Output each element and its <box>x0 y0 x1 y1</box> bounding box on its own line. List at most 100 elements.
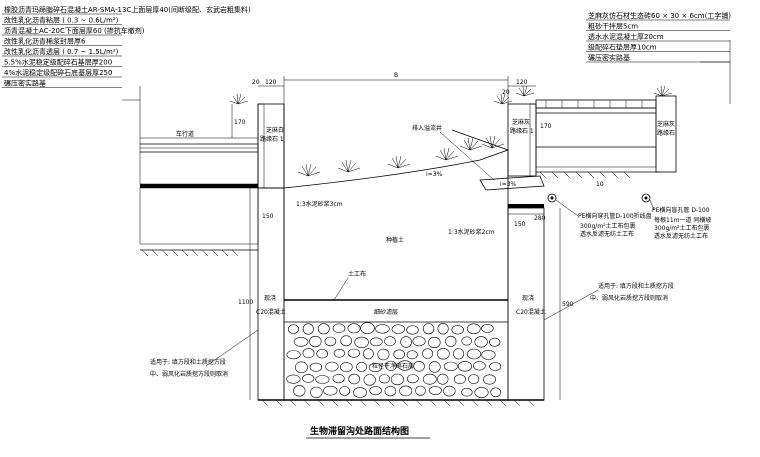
dim-right-120: 120 <box>516 79 528 86</box>
gravel-stone <box>406 374 419 384</box>
gravel-stone <box>472 361 486 371</box>
left-layer-5: 5.5%水泥稳定级配碎石基层厚200 <box>4 58 112 67</box>
inlet-label: 排入溢流井 <box>412 124 442 132</box>
slope2-label: i=3% <box>500 181 517 188</box>
pipe-left-note: 300g/m²土工布包裹透水反滤无纺土工布 <box>580 222 636 238</box>
far-right-curb-line1: 芝麻灰 <box>657 120 675 128</box>
gravel-stone <box>287 324 299 334</box>
dim-top: B <box>394 72 398 79</box>
gravel-stone <box>340 335 353 347</box>
gravel-stone <box>316 349 329 359</box>
gravel-stone <box>457 361 473 372</box>
gravel-stone <box>399 385 413 397</box>
gravel-stone <box>324 336 337 347</box>
gravel-stone <box>309 335 322 348</box>
trench <box>257 104 651 407</box>
pipe-right-note-2: 300g/m²土工布包裹 <box>654 224 710 232</box>
left-layer-7: 碾压密实路基 <box>4 79 46 88</box>
gravel-stone <box>332 374 345 384</box>
left-curb: 芝麻白路缘石 1 <box>257 103 285 189</box>
gravel-stone <box>339 386 351 396</box>
gravel-stone <box>415 385 426 396</box>
left-curb-label: 芝麻白路缘石 1 <box>260 126 284 143</box>
pipe-left-note-1: 300g/m²土工布包裹 <box>580 222 636 230</box>
gravel-stone <box>453 374 466 385</box>
sand-left-label: 1:3水泥砂浆3cm <box>296 200 343 208</box>
gravel-stone <box>436 348 450 360</box>
gravel-stone <box>422 373 437 385</box>
gravel-stone <box>333 348 346 358</box>
gravel-stone <box>443 385 456 397</box>
gravel-stone <box>413 360 425 372</box>
gravel-stone <box>353 387 367 398</box>
planting-soil-label: 种植土 <box>386 236 404 244</box>
gravel-stone <box>293 385 306 397</box>
gravel-stone <box>428 336 441 349</box>
gravel-stone <box>323 385 338 396</box>
gravel-stone <box>474 387 489 398</box>
pipe-right-label: PE横向盲孔管 D-100 <box>652 206 710 214</box>
dim-left-20: 20 <box>252 79 260 86</box>
right-layer-0: 芝麻灰仿石材生态砖60 × 30 × 6cm(工字铺) <box>588 11 731 20</box>
dim-right-590: 590 <box>562 301 574 308</box>
left-layer-1: 改性乳化沥青粘层 ( 0.3 ~ 0.6L/m²) <box>4 16 119 25</box>
right-wall-line1: 现浇 <box>522 294 534 302</box>
right-curb: 芝麻灰路缘石 1 <box>507 103 544 208</box>
dim-left-150: 150 <box>262 213 274 220</box>
sand-right-label: 1:3水泥砂浆2cm <box>448 228 495 236</box>
gravel-stone <box>354 336 369 349</box>
dim-left-1100: 1100 <box>238 299 253 306</box>
gravel-stone <box>481 349 496 360</box>
pipe-left-note-2: 透水反滤无纺土工布 <box>580 230 634 238</box>
gravel-stone <box>474 336 488 348</box>
right-layer-2: 透水水泥混凝土厚20cm <box>588 32 664 41</box>
note-left: 适用于: 填方段和土质挖方段中、弱风化岩质挖方段则取消 <box>150 358 228 378</box>
filter-label: 细砂滤层 <box>374 308 398 316</box>
left-wall-line2: C20混凝土 <box>256 308 286 316</box>
gravel-stone <box>406 325 419 335</box>
gravel-stone <box>453 348 465 360</box>
geotextile-label: 土工布 <box>348 270 366 278</box>
right-curb-line2: 路缘石 1 <box>510 127 534 135</box>
right-layer-3: 级配碎石垫层厚10cm <box>588 43 657 52</box>
left-pavement: 车行道 <box>139 130 259 257</box>
left-wall-line1: 现浇 <box>264 294 276 302</box>
gravel-stone <box>393 349 406 360</box>
gravel-stone <box>481 323 494 333</box>
callout-leaders <box>122 40 731 138</box>
gravel-stone <box>437 373 449 385</box>
gravel-stone <box>317 323 330 335</box>
gravel-stone <box>466 348 482 360</box>
dim-right-170: 170 <box>540 123 552 130</box>
gravel-stone <box>461 387 473 397</box>
note-right-2: 中、弱风化岩质挖方段则取消 <box>590 294 668 302</box>
gravel-stone <box>445 335 457 347</box>
gravel-stone <box>356 361 367 372</box>
gravel-stone <box>378 374 390 384</box>
right-wall-line2: C20混凝土 <box>516 308 546 316</box>
gravel-stone <box>384 336 396 347</box>
left-layer-2: 沥青混凝土AC-20C下面层厚60 (掺抗车撤剂) <box>4 26 145 35</box>
gravel-stone <box>390 373 404 386</box>
far-right-curb-label: 芝麻灰路缘石 <box>657 120 675 137</box>
right-curb-label: 芝麻灰路缘石 1 <box>510 118 534 135</box>
left-layer-4: 改性乳化沥青透层 ( 0.7 ~ 1.5L/m²) <box>4 47 119 56</box>
gravel-stone <box>325 361 339 372</box>
gravel-stone <box>377 348 390 361</box>
note-left-1: 适用于: 填方段和土质挖方段 <box>150 358 226 366</box>
gravel-stone <box>294 361 308 374</box>
gravel-stone <box>315 375 330 384</box>
gravel-stone <box>363 348 374 360</box>
gravel-stone <box>302 323 314 335</box>
note-right: 适用于: 填方段和土质挖方段中、弱风化岩质挖方段则取消 <box>590 282 674 302</box>
dim-280: 280 <box>534 215 546 222</box>
pipe-left-label: PE横向穿孔管D-100折线盘 <box>578 212 652 220</box>
right-layer-4: 碾压密实路基 <box>588 53 630 62</box>
slope-label: i=3% <box>426 171 443 178</box>
gravel-stone <box>489 337 501 347</box>
gravel-stone <box>302 348 315 359</box>
gravel-stone <box>406 350 418 360</box>
dim-left-120: 120 <box>265 79 277 86</box>
dimensions <box>231 76 561 400</box>
